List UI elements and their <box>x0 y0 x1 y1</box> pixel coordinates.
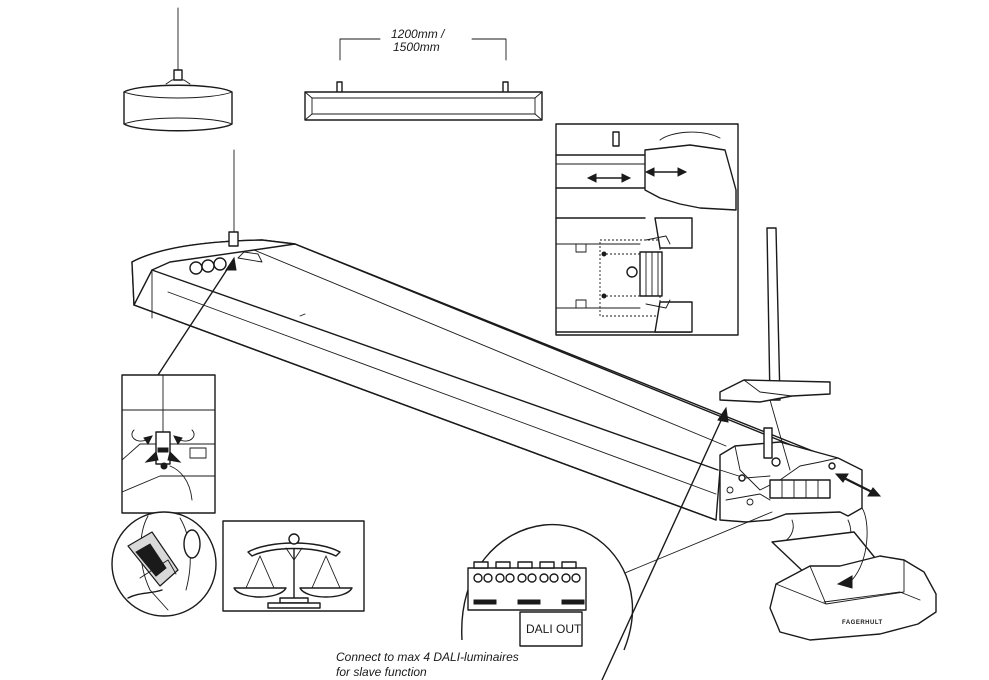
dimension-label-line2: 1500mm <box>393 40 440 54</box>
suspension-detail-icon <box>121 256 237 514</box>
terminal-block-icon: DALI OUT <box>461 511 773 651</box>
pendant-luminaire-icon <box>123 7 233 132</box>
luminaire-body <box>131 149 882 523</box>
cable-cutter-icon <box>111 511 217 617</box>
note-line1: Connect to max 4 DALI-luminaires <box>336 650 519 664</box>
slide-arrow-icon <box>834 473 882 497</box>
brand-text: FAGERHULT <box>842 620 883 626</box>
luminaire-length-icon: 1200mm / 1500mm <box>304 27 543 121</box>
end-cap-detail-icon <box>555 123 739 336</box>
ceiling-mount-icon: FAGERHULT <box>769 507 937 641</box>
terminal-label: DALI OUT <box>526 622 582 636</box>
balance-scale-icon <box>222 520 365 612</box>
dimension-label-line1: 1200mm / <box>391 27 446 41</box>
note-line2: for slave function <box>336 665 427 679</box>
